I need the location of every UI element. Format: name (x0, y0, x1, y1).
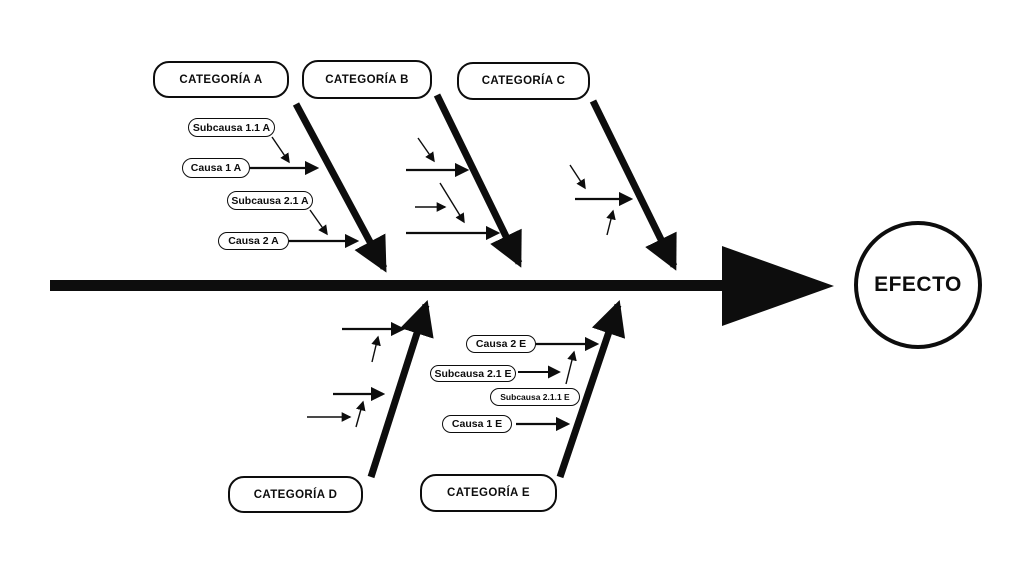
subcausa-2-1-e-label: Subcausa 2.1 E (434, 367, 512, 380)
category-e-box: CATEGORÍA E (420, 474, 557, 512)
subcausa-1-1-a-pill: Subcausa 1.1 A (188, 118, 275, 137)
category-d-box: CATEGORÍA D (228, 476, 363, 513)
causa-1-e-label: Causa 1 E (451, 418, 503, 430)
category-c-box: CATEGORÍA C (457, 62, 590, 100)
effect-circle: EFECTO (854, 221, 982, 349)
arrow-d-subcause-2 (355, 400, 366, 428)
causa-1-a-label: Causa 1 A (190, 162, 242, 174)
bone-category-e (556, 300, 626, 479)
arrow-b-subcause-1 (417, 137, 435, 163)
arrow-subcausa-2-1-a (309, 209, 328, 236)
causa-2-a-label: Causa 2 A (228, 235, 279, 247)
arrow-c-subcause-1 (569, 164, 586, 190)
causa-2-e-label: Causa 2 E (475, 338, 527, 350)
bone-category-a (292, 102, 388, 273)
bone-category-b (433, 93, 523, 268)
category-b-box: CATEGORÍA B (302, 60, 432, 99)
spine-arrowhead (722, 246, 834, 326)
category-a-label: CATEGORÍA A (179, 73, 263, 86)
arrows-category-c (569, 164, 634, 236)
effect-label: EFECTO (874, 273, 962, 296)
arrow-c-subcause-2 (606, 209, 616, 236)
subcausa-2-1-1-e-label: Subcausa 2.1.1 E (500, 392, 570, 402)
arrow-b-subcause-2 (439, 182, 465, 224)
subcausa-2-1-a-label: Subcausa 2.1 A (231, 194, 309, 207)
causa-1-e-pill: Causa 1 E (442, 415, 512, 433)
category-b-label: CATEGORÍA B (325, 73, 409, 86)
causa-2-e-pill: Causa 2 E (466, 335, 536, 353)
arrows-category-e (516, 336, 600, 432)
category-d-label: CATEGORÍA D (253, 488, 338, 501)
arrows-category-b (406, 137, 501, 241)
arrow-d-subcause-1 (371, 335, 381, 363)
subcausa-2-1-a-pill: Subcausa 2.1 A (227, 191, 313, 210)
bone-category-c (589, 99, 678, 271)
spine-arrow (50, 246, 834, 326)
subcausa-2-1-e-pill: Subcausa 2.1 E (430, 365, 516, 382)
arrows-category-d (307, 321, 406, 428)
category-c-label: CATEGORÍA C (481, 75, 566, 87)
bone-category-d (367, 299, 434, 479)
arrow-subcausa-1-1-a (271, 136, 290, 164)
category-e-label: CATEGORÍA E (447, 487, 530, 499)
subcausa-2-1-1-e-pill: Subcausa 2.1.1 E (490, 388, 580, 406)
causa-1-a-pill: Causa 1 A (182, 158, 250, 178)
category-a-box: CATEGORÍA A (153, 61, 289, 98)
arrow-subcausa-2-1-1-e (565, 350, 577, 385)
arrows-category-a (250, 136, 360, 249)
subcausa-1-1-a-label: Subcausa 1.1 A (192, 121, 271, 134)
causa-2-a-pill: Causa 2 A (218, 232, 289, 250)
